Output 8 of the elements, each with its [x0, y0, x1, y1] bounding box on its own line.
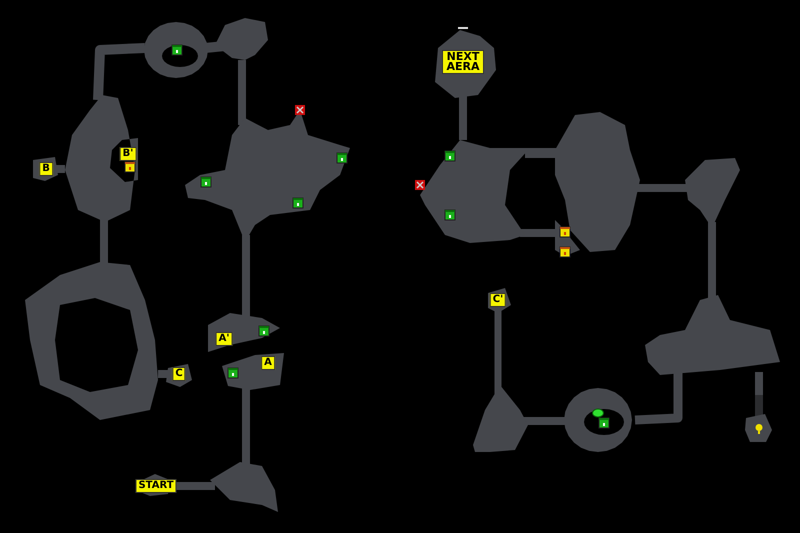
area-label: NEXT AERA — [442, 50, 484, 74]
area-label: C' — [490, 293, 506, 307]
area-label: A' — [216, 332, 232, 346]
area-label: B' — [120, 147, 136, 161]
area-label: C — [172, 367, 186, 381]
area-label: A — [261, 356, 275, 370]
area-label: B — [39, 162, 53, 176]
area-label: START — [135, 479, 177, 493]
